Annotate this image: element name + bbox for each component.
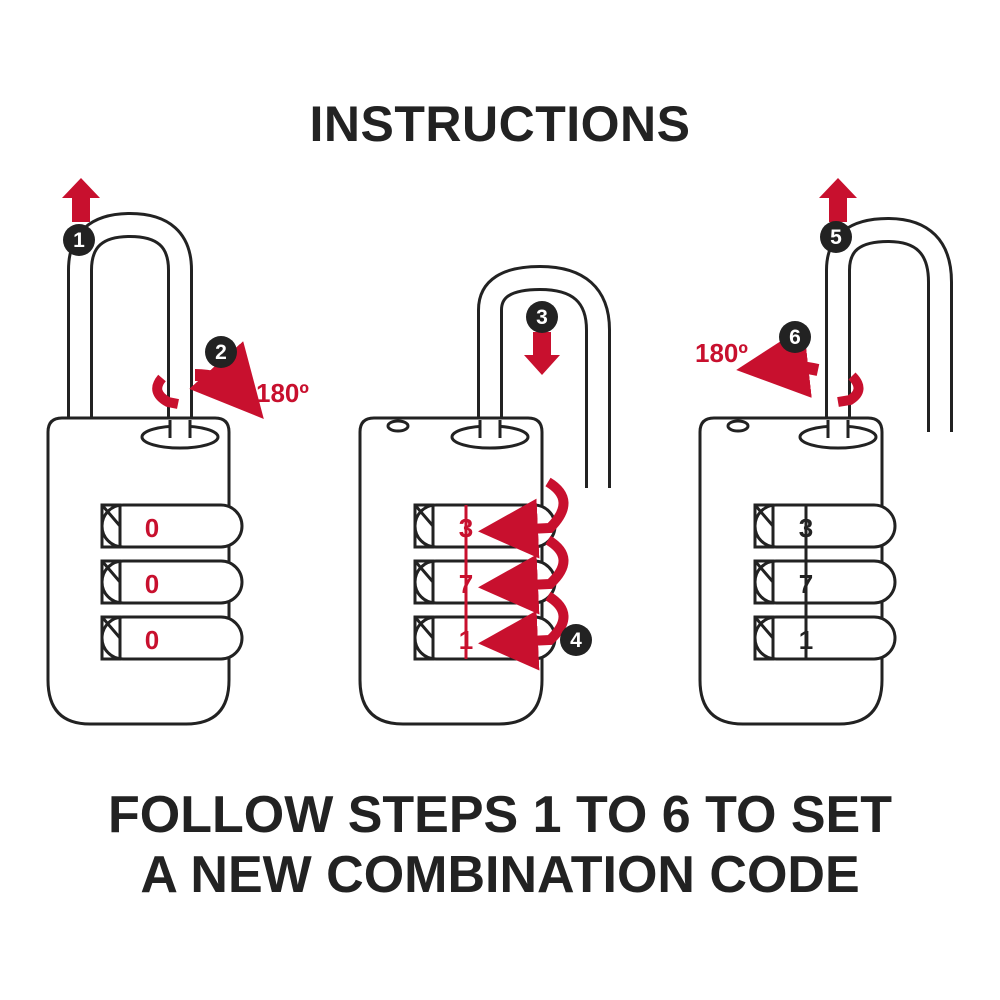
instruction-caption: FOLLOW STEPS 1 TO 6 TO SET A NEW COMBINA… [0, 785, 1000, 905]
svg-text:1: 1 [73, 229, 85, 252]
dial-row-1 [753, 503, 897, 549]
dial-digit: 7 [459, 569, 473, 599]
step-badge: 2 [205, 336, 237, 368]
page-title: INSTRUCTIONS [309, 96, 691, 152]
rotate-arrow-icon [837, 372, 864, 407]
dial-digit: 3 [799, 513, 813, 543]
dial-digit: 1 [799, 625, 813, 655]
caption-line-2: A NEW COMBINATION CODE [140, 846, 860, 904]
rotation-label: 180º [256, 378, 309, 408]
dial-row-3 [100, 615, 244, 661]
step-badge: 4 [560, 624, 592, 656]
dial-row-2 [100, 559, 244, 605]
rotate-arrow-icon [736, 326, 820, 398]
svg-text:2: 2 [215, 341, 227, 364]
rotate-dial-arrow-icon [478, 477, 569, 671]
step-badge: 3 [526, 301, 558, 333]
padlock-set: 3 7 1 180º 5 6 [695, 178, 953, 726]
rotate-arrow-icon [152, 374, 179, 409]
svg-text:5: 5 [830, 226, 842, 249]
dial-digit: 7 [799, 569, 813, 599]
rotation-label: 180º [695, 338, 748, 368]
dial-digit: 3 [459, 513, 473, 543]
dial-digit: 0 [145, 513, 159, 543]
step-badge: 6 [779, 321, 811, 353]
dial-digit: 1 [459, 625, 473, 655]
step-badge: 5 [820, 221, 852, 253]
padlock-setting: 3 7 1 3 4 [358, 265, 611, 726]
down-arrow-icon [524, 332, 560, 375]
up-arrow-icon [62, 178, 100, 222]
rotate-arrow-icon [189, 341, 264, 419]
dial-row-3 [753, 615, 897, 661]
dial-row-1 [100, 503, 244, 549]
up-arrow-icon [819, 178, 857, 222]
dial-row-2 [753, 559, 897, 605]
step-badge: 1 [63, 224, 95, 256]
padlock-closed: 0 0 0 180º 1 2 [46, 178, 309, 726]
dial-digit: 0 [145, 569, 159, 599]
svg-text:6: 6 [789, 326, 801, 349]
svg-text:3: 3 [536, 306, 548, 329]
caption-line-1: FOLLOW STEPS 1 TO 6 TO SET [108, 786, 892, 844]
dial-digit: 0 [145, 625, 159, 655]
svg-text:4: 4 [570, 629, 582, 652]
